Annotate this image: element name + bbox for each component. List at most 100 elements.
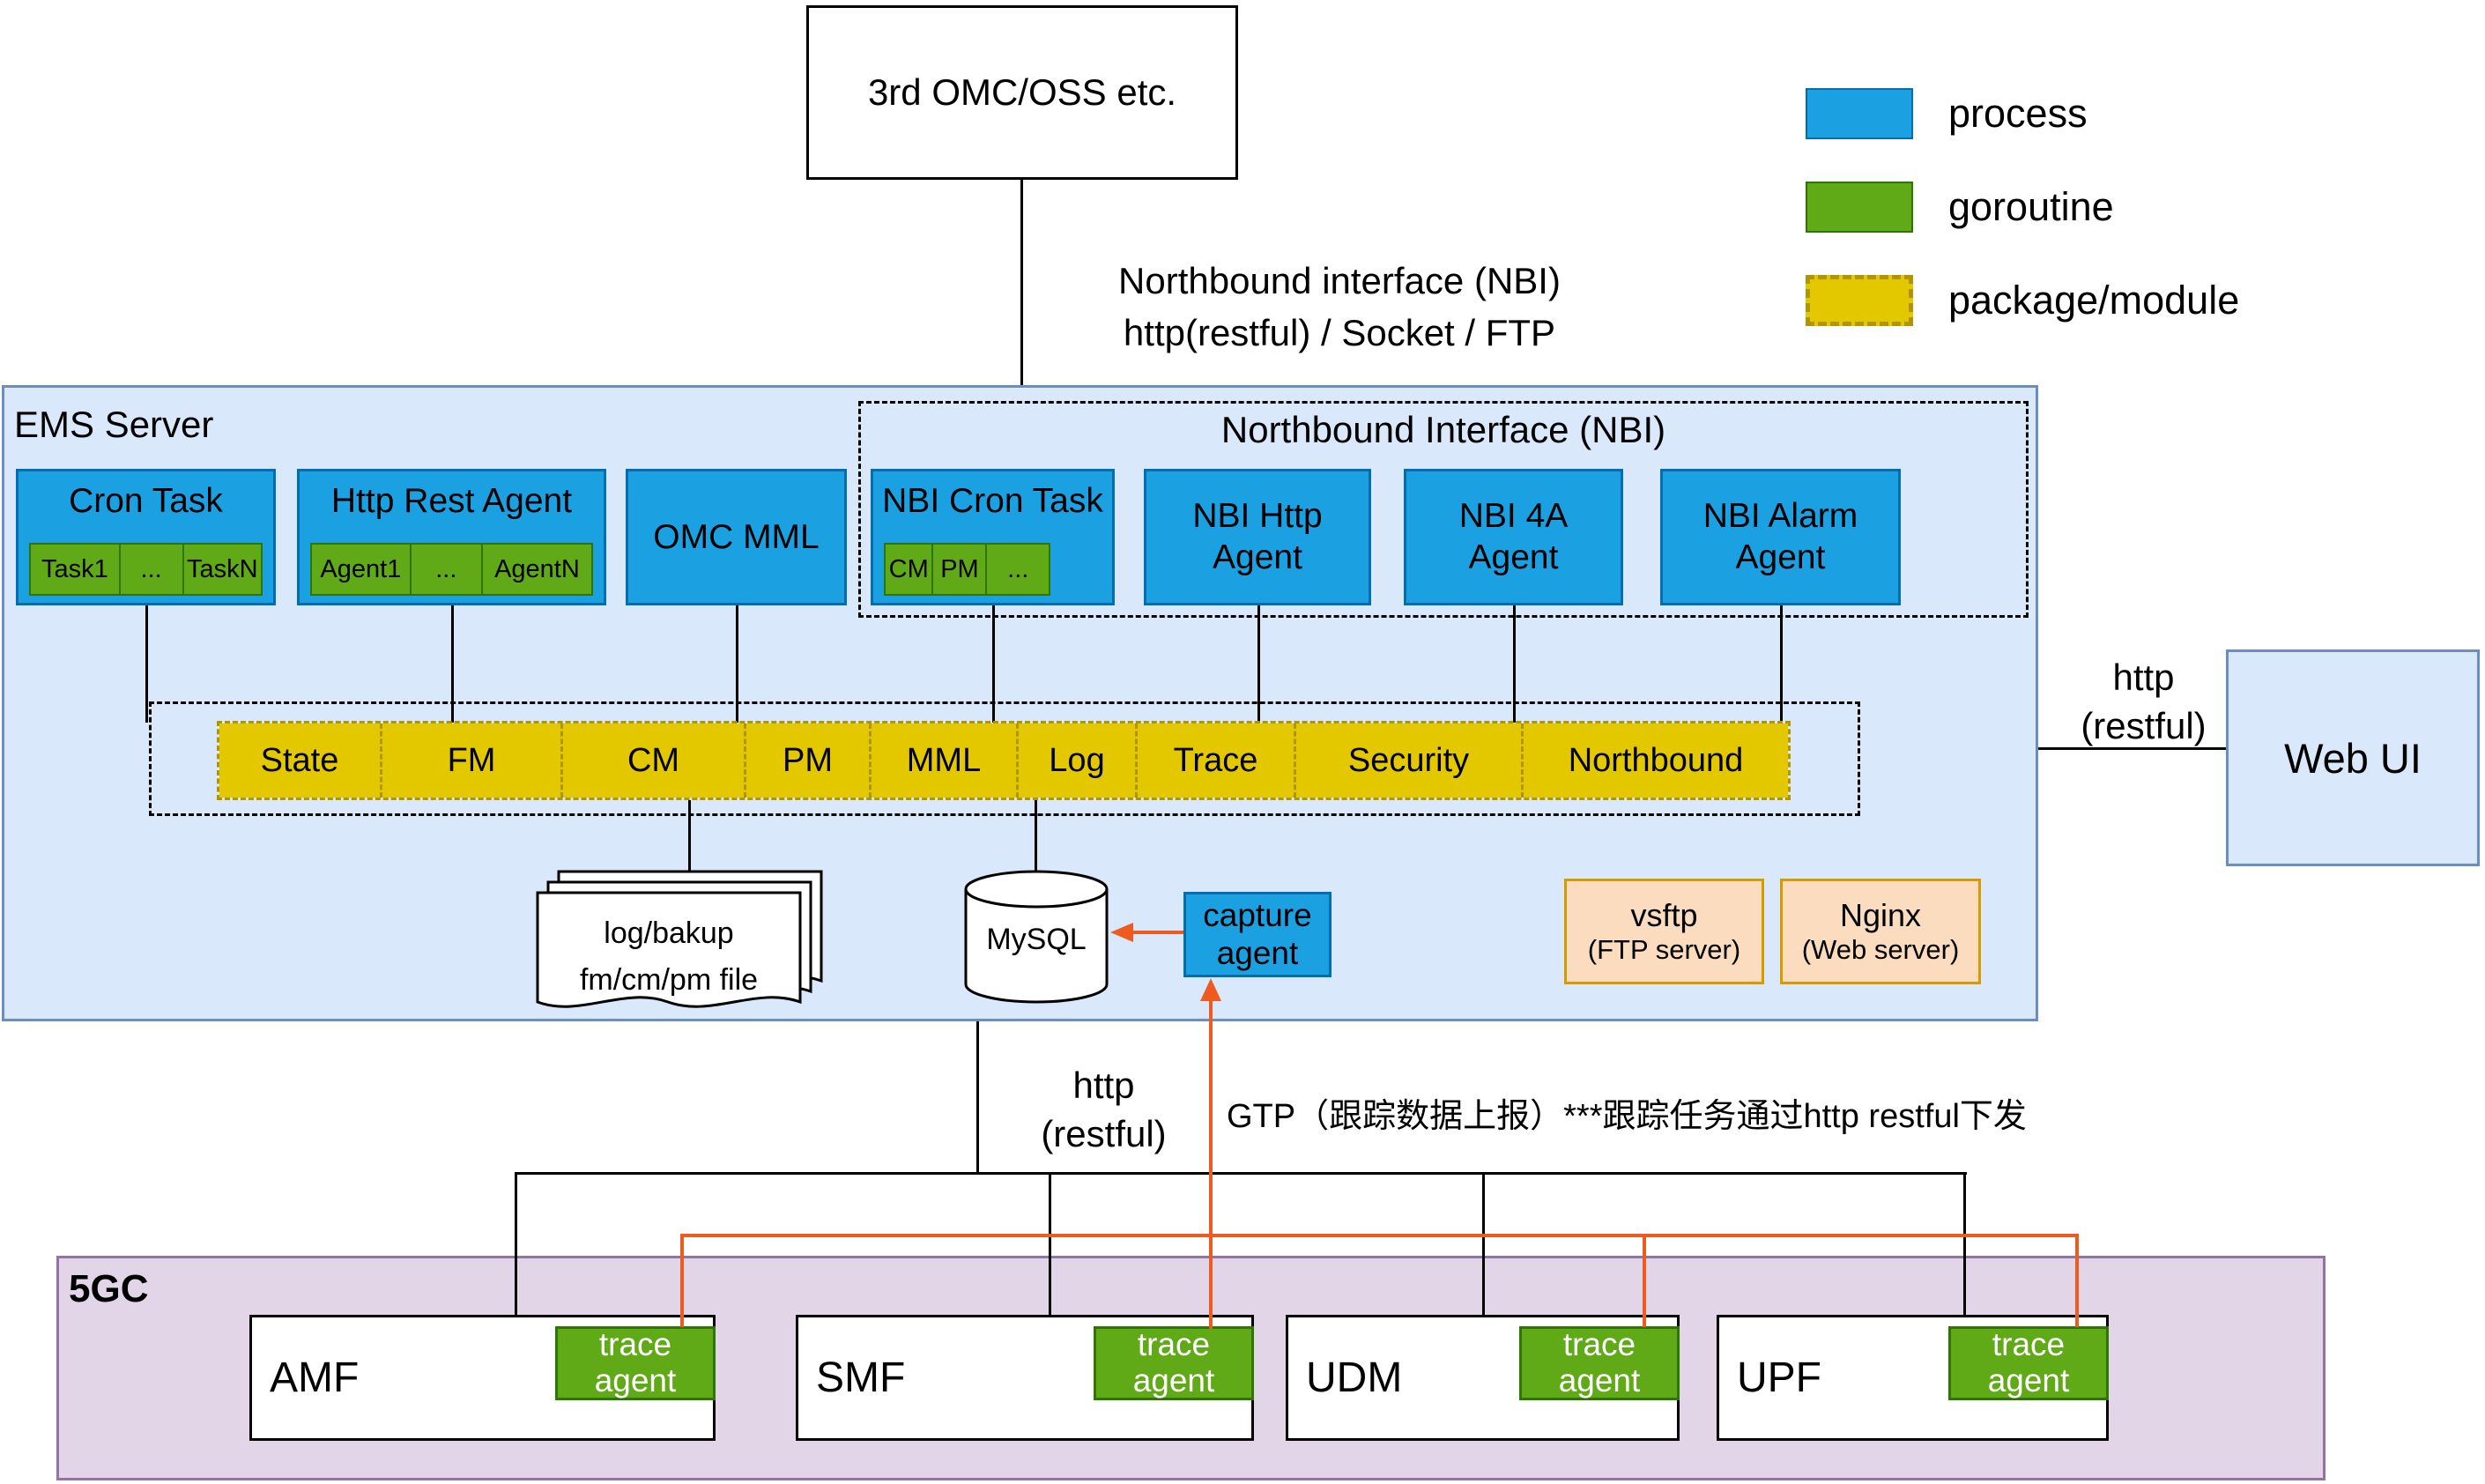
nbi-link-label: Northbound interface (NBI) http(restful)… — [1049, 256, 1630, 360]
line-cron-to-modules — [145, 605, 148, 723]
module-security: Security — [1294, 723, 1521, 798]
smf-box: SMF trace agent — [796, 1315, 1254, 1441]
orange-line-gtp-vertical — [1209, 999, 1213, 1329]
nbi-group-title: Northbound Interface (NBI) — [1220, 409, 1666, 450]
line-ems-to-webui — [2038, 747, 2226, 750]
line-httprest-to-modules — [451, 605, 454, 723]
nbi-cron-task-box: NBI Cron Task CM PM ... — [871, 469, 1115, 605]
line-drop-upf — [1963, 1172, 1966, 1315]
cron-task-title: Cron Task — [69, 482, 223, 520]
nbi-alarm-agent-box: NBI Alarm Agent — [1660, 469, 1901, 605]
http-bottom-line2: (restful) — [1041, 1112, 1167, 1154]
orange-drop-amf-trace — [680, 1234, 684, 1327]
module-state: State — [219, 723, 380, 798]
line-drop-smf — [1049, 1172, 1051, 1315]
log-file-line1: log/bakup — [604, 916, 734, 950]
module-mml: MML — [869, 723, 1016, 798]
cron-task-cell: ... — [118, 543, 184, 596]
process-swatch-icon — [1806, 88, 1913, 139]
amf-label: AMF — [270, 1354, 360, 1401]
legend-row-goroutine: goroutine — [1806, 182, 2239, 233]
modules-bar: State FM CM PM MML Log Trace Security No… — [217, 721, 1791, 800]
package-swatch-icon — [1806, 275, 1913, 326]
http-bottom-line1: http — [1072, 1065, 1135, 1106]
capture-agent-label: capture agent — [1203, 896, 1312, 971]
orange-line-horizontal — [680, 1234, 2079, 1237]
http-rest-agent-cells: Agent1 ... AgentN — [310, 543, 593, 596]
http-rest-agent-cell: Agent1 — [310, 543, 412, 596]
arrowhead-to-mysql-icon — [1110, 923, 1133, 942]
legend-label-goroutine: goroutine — [1948, 184, 2114, 229]
line-nbialarm-to-modules — [1780, 605, 1783, 723]
mysql-label: MySQL — [986, 923, 1087, 956]
five-gc-title: 5GC — [69, 1267, 149, 1310]
web-ui-box: Web UI — [2226, 649, 2480, 866]
http-right-line2: (restful) — [2081, 704, 2207, 746]
upf-trace-agent: trace agent — [1948, 1326, 2109, 1400]
legend-row-process: process — [1806, 88, 2239, 139]
cron-task-cell: TaskN — [182, 543, 263, 596]
third-party-omc-oss-label: 3rd OMC/OSS etc. — [867, 71, 1177, 113]
capture-agent-box: capture agent — [1183, 892, 1332, 977]
module-log: Log — [1016, 723, 1135, 798]
ems-server-title: EMS Server — [14, 404, 214, 445]
third-party-omc-oss-box: 3rd OMC/OSS etc. — [806, 5, 1238, 180]
module-cm: CM — [560, 723, 744, 798]
nbi-http-agent-box: NBI Http Agent — [1144, 469, 1371, 605]
nbi-cron-task-cell: ... — [985, 543, 1050, 596]
web-ui-label: Web UI — [2284, 734, 2422, 782]
line-omc-to-ems — [1020, 180, 1023, 385]
upf-box: UPF trace agent — [1717, 1315, 2109, 1441]
legend-row-package: package/module — [1806, 275, 2239, 326]
line-omcmml-to-modules — [736, 605, 738, 723]
omc-mml-box: OMC MML — [626, 469, 847, 605]
line-nbicron-to-modules — [992, 605, 995, 723]
log-file-text: log/bakup fm/cm/pm file — [538, 910, 800, 1003]
http-rest-agent-title: Http Rest Agent — [330, 482, 573, 520]
line-capture-to-mysql — [1133, 931, 1183, 934]
nbi-cron-task-cell: CM — [884, 543, 934, 596]
nbi-alarm-agent-label: NBI Alarm Agent — [1702, 496, 1858, 576]
omc-mml-label: OMC MML — [653, 517, 820, 556]
nbi-http-agent-label: NBI Http Agent — [1192, 496, 1323, 576]
line-drop-udm — [1482, 1172, 1485, 1315]
http-rest-agent-cell: ... — [409, 543, 483, 596]
module-northbound: Northbound — [1521, 723, 1788, 798]
line-ems-down — [976, 1021, 979, 1175]
vsftp-line1: vsftp — [1630, 897, 1698, 933]
amf-box: AMF trace agent — [249, 1315, 716, 1441]
legend: process goroutine package/module — [1806, 88, 2239, 368]
arrowhead-to-capture-icon — [1200, 978, 1221, 1001]
http-rest-agent-cell: AgentN — [480, 543, 593, 596]
document-stack-icon — [536, 870, 823, 1008]
legend-label-process: process — [1948, 91, 2088, 136]
nbi-link-line1: Northbound interface (NBI) — [1118, 260, 1561, 301]
legend-label-package: package/module — [1948, 278, 2240, 323]
module-fm: FM — [380, 723, 560, 798]
modules-container — [149, 701, 1860, 816]
line-nbihttp-to-modules — [1257, 605, 1260, 723]
udm-trace-agent: trace agent — [1519, 1326, 1680, 1400]
nbi-cron-task-cell: PM — [931, 543, 988, 596]
line-modules-to-files — [688, 800, 691, 872]
database-cylinder-icon — [964, 870, 1109, 1004]
cron-task-cell: Task1 — [29, 543, 121, 596]
nbi-4a-agent-box: NBI 4A Agent — [1404, 469, 1623, 605]
module-trace: Trace — [1135, 723, 1294, 798]
line-nbi4a-to-modules — [1513, 605, 1516, 723]
goroutine-swatch-icon — [1806, 182, 1913, 233]
log-file-stack: log/bakup fm/cm/pm file — [534, 868, 825, 1031]
vsftp-line2: (FTP server) — [1587, 934, 1741, 965]
http-rest-agent-box: Http Rest Agent Agent1 ... AgentN — [297, 469, 606, 605]
mysql-db: MySQL — [962, 868, 1110, 1009]
smf-trace-agent: trace agent — [1094, 1326, 1254, 1400]
nbi-cron-task-title: NBI Cron Task — [882, 482, 1103, 520]
orange-drop-udm-trace — [1643, 1234, 1646, 1327]
nbi-group-container — [858, 401, 2029, 618]
nbi-link-line2: http(restful) / Socket / FTP — [1123, 311, 1556, 353]
log-file-line2: fm/cm/pm file — [579, 962, 759, 997]
http-right-line1: http — [2112, 657, 2175, 698]
cron-task-box: Cron Task Task1 ... TaskN — [16, 469, 276, 605]
gtp-label: GTP（跟踪数据上报）***跟踪任务通过http restful下发 — [1227, 1098, 2027, 1135]
